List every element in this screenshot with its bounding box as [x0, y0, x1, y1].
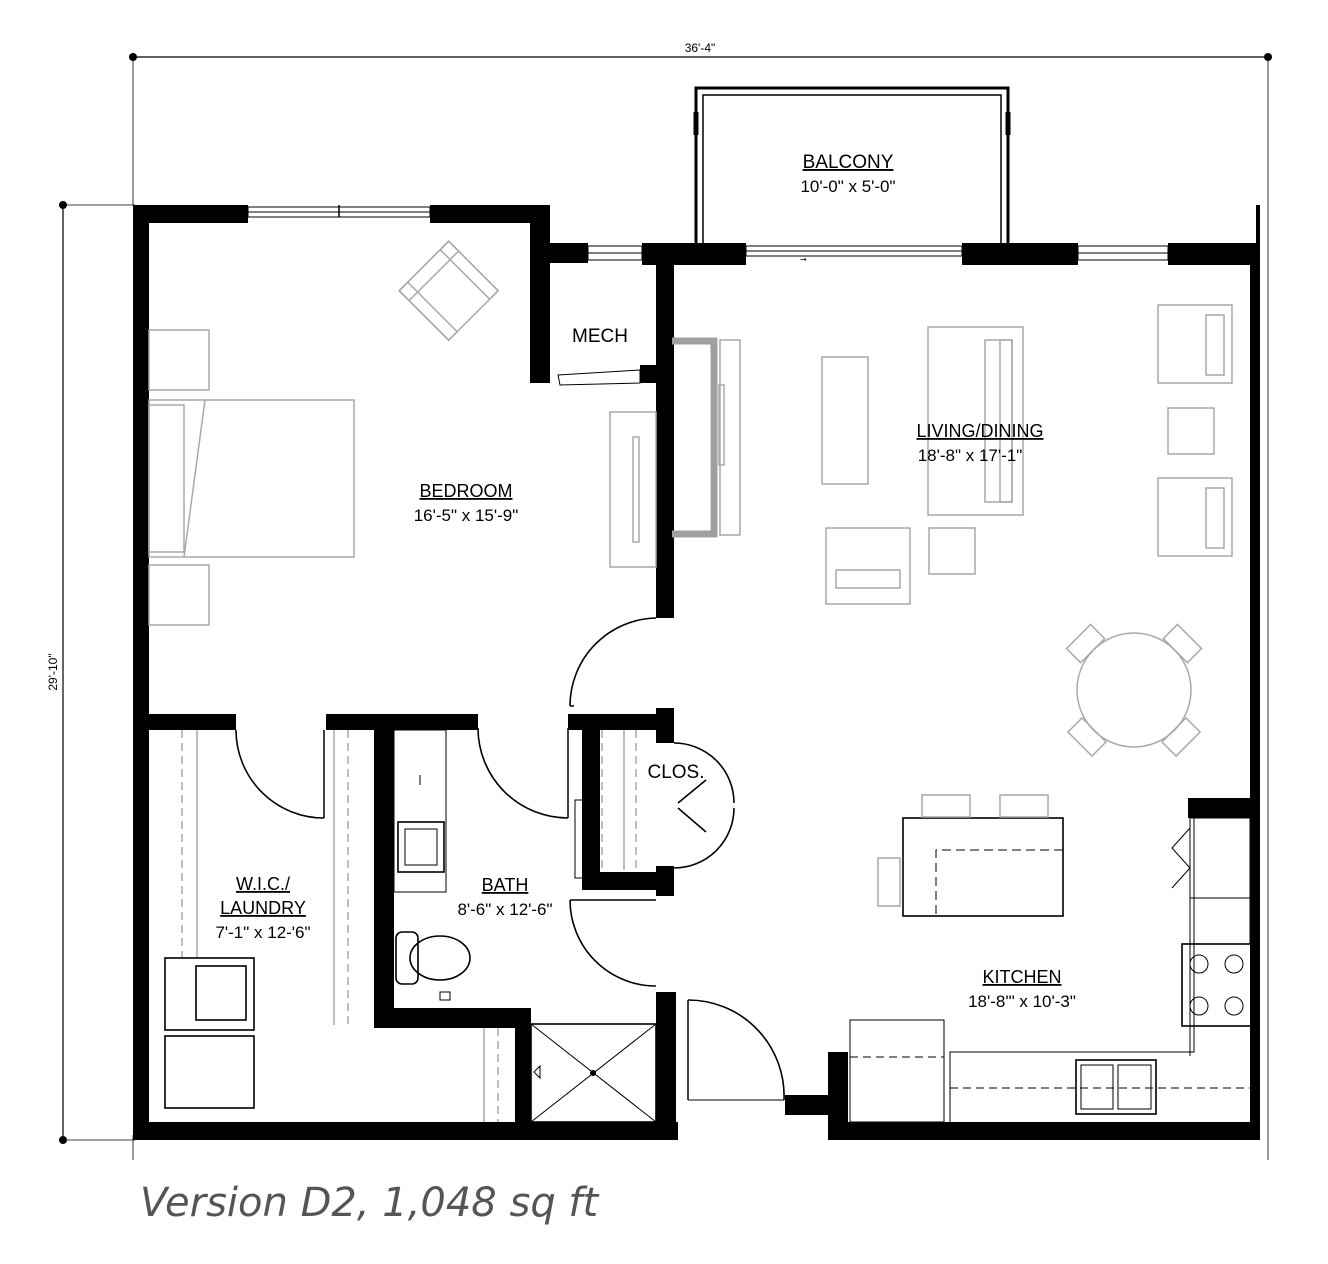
- balcony: [693, 86, 1011, 243]
- living-furniture: [821, 304, 1233, 758]
- doors: [235, 369, 785, 1101]
- laundry-fixtures: [164, 730, 637, 1122]
- walls: [133, 205, 1260, 1140]
- svg-text:→: →: [800, 255, 807, 264]
- kitchen-name: KITCHEN: [982, 967, 1061, 987]
- living-size: 18'-8" x 17'-1": [918, 446, 1023, 465]
- living-name: LIVING/DINING: [916, 421, 1043, 441]
- closet-name: CLOS.: [647, 762, 704, 783]
- bedroom-furniture: [148, 240, 657, 626]
- wic-name-1: W.I.C./: [236, 874, 290, 894]
- height-dimension: 29'-10": [46, 201, 135, 1144]
- room-labels: BALCONY 10'-0" x 5'-0" MECH BEDROOM 16'-…: [215, 152, 1075, 1011]
- balcony-size: 10'-0" x 5'-0": [800, 177, 895, 196]
- bath-size: 8'-6" x 12'-6": [457, 900, 552, 919]
- plan-caption: Version D2, 1,048 sq ft: [140, 1180, 599, 1226]
- bath-name: BATH: [482, 875, 529, 895]
- fireplace: [672, 337, 741, 538]
- bath-fixtures: [393, 729, 657, 1123]
- wic-name-2: LAUNDRY: [220, 898, 306, 918]
- bedroom-name: BEDROOM: [419, 481, 512, 501]
- kitchen-fixtures: [849, 794, 1253, 1123]
- mech-name: MECH: [572, 326, 628, 347]
- height-label: 29'-10": [46, 653, 60, 690]
- kitchen-size: 18'-8'" x 10'-3": [968, 992, 1076, 1011]
- wic-size: 7'-1" x 12-'6": [215, 923, 310, 942]
- windows: →: [247, 205, 1169, 264]
- width-label: 36'-4": [685, 41, 716, 55]
- bedroom-size: 16'-5" x 15'-9": [414, 506, 519, 525]
- width-dimension: 36'-4": [129, 41, 1272, 1160]
- balcony-name: BALCONY: [803, 152, 894, 173]
